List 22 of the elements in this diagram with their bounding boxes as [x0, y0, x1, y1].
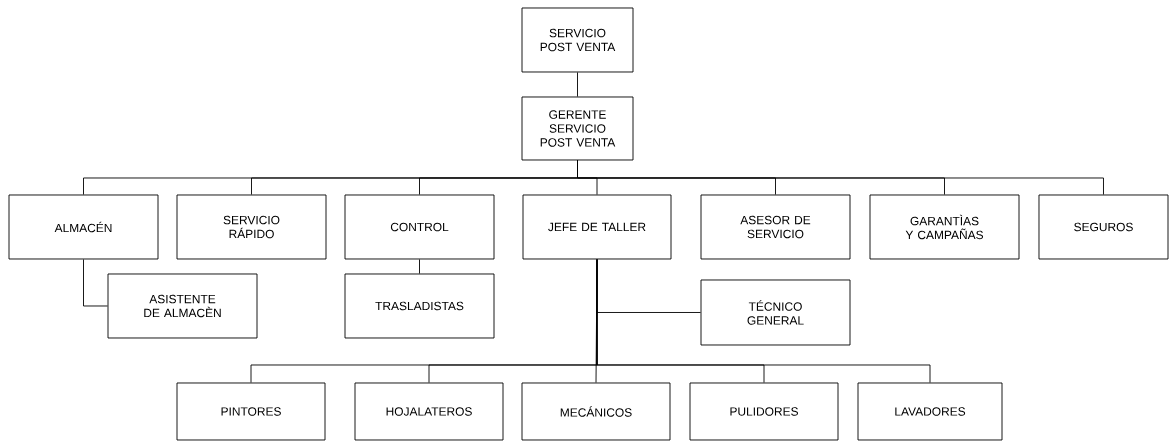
connector-line	[577, 160, 1104, 195]
connector-line	[419, 259, 420, 274]
org-box: SERVICIO POST VENTA	[521, 7, 634, 73]
org-box: CONTROL	[344, 194, 495, 260]
org-box: ASISTENTE DE ALMACÈN	[107, 273, 258, 339]
connector-line	[83, 259, 108, 307]
org-box: SEGUROS	[1038, 194, 1169, 260]
connector-line	[596, 259, 931, 383]
org-box: SERVICIO RÁPIDO	[176, 194, 327, 260]
org-box: GERENTE SERVICIO POST VENTA	[521, 96, 634, 161]
org-box: JEFE DE TALLER	[522, 194, 672, 260]
org-box: PULIDORES	[689, 382, 839, 441]
org-box: HOJALATEROS	[354, 382, 504, 441]
org-box: ASESOR DE SERVICIO	[700, 194, 851, 260]
connector-line	[577, 72, 578, 97]
org-box: ALMACÉN	[8, 194, 159, 260]
org-box: TRASLADISTAS	[344, 273, 495, 339]
org-box: TÉCNICO GENERAL	[700, 279, 851, 346]
org-box: MECÁNICOS	[521, 382, 671, 441]
org-box: PINTORES	[176, 382, 326, 441]
org-box: GARANTÌAS Y CAMPAÑAS	[869, 194, 1020, 260]
org-box: LAVADORES	[857, 382, 1003, 441]
